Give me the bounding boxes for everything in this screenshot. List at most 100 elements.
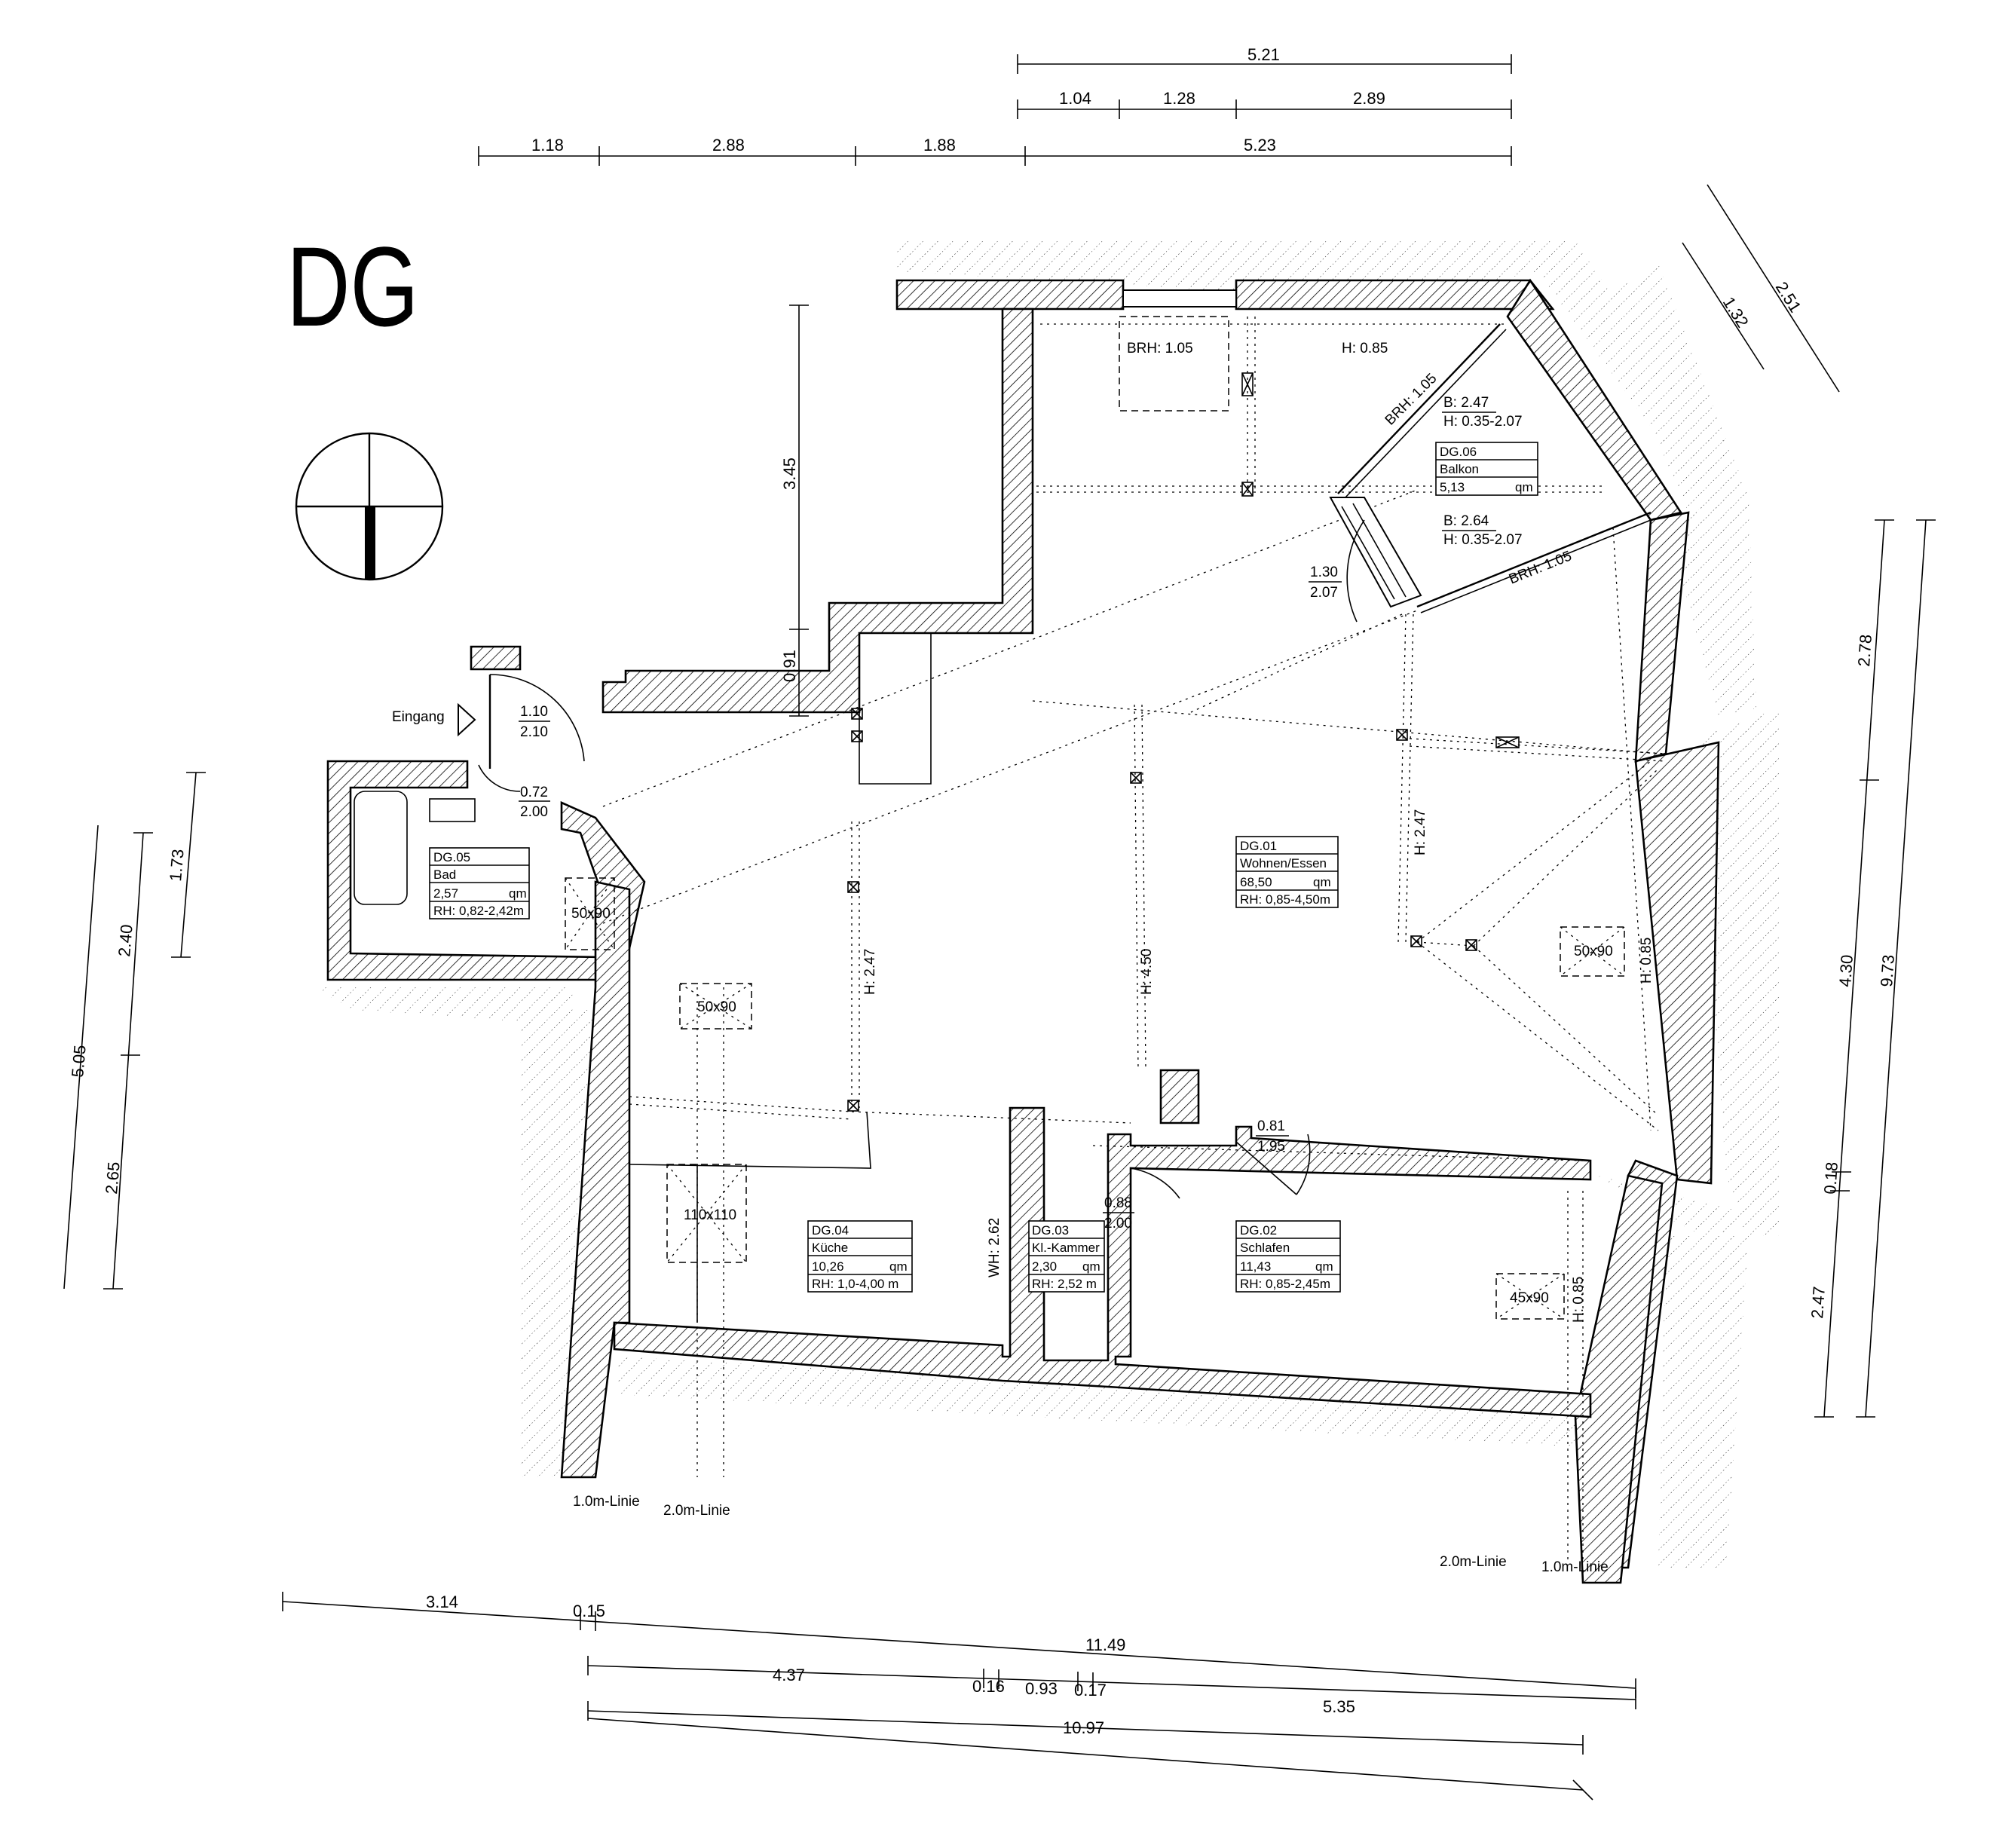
h-top-label: H: 0.85 <box>1342 341 1388 356</box>
room-unit: qm <box>1082 1259 1100 1274</box>
dim-diag-132: 1.32 <box>1719 293 1753 331</box>
skylight-50x90-left: 50x90 <box>679 983 752 1030</box>
h-450-label: H: 4.50 <box>1139 949 1155 995</box>
h-085-bed-label: H: 0.85 <box>1571 1277 1587 1323</box>
dim-inner-345: 3.45 <box>780 457 799 490</box>
column-markers <box>847 372 1520 1112</box>
dim-bot-017: 0.17 <box>1074 1681 1107 1700</box>
closet-door-height: 2.00 <box>1104 1216 1132 1231</box>
balcony-win1-b: B: 2.47 <box>1443 395 1489 411</box>
line1-right-label: 1.0m-Linie <box>1541 1559 1609 1575</box>
dim-bot-093: 0.93 <box>1025 1679 1058 1698</box>
balcony <box>1329 323 1655 623</box>
dim-top-118: 1.18 <box>531 136 564 155</box>
line2-right-label: 2.0m-Linie <box>1440 1554 1507 1570</box>
balcony-door-height: 2.07 <box>1310 585 1338 601</box>
room-labels: DG.01 Wohnen/Essen 68,50 qm RH: 0,85-4,5… <box>429 442 1538 1293</box>
skylight-110x110-label: 110x110 <box>684 1207 736 1223</box>
room-height: RH: 0,85-2,45m <box>1240 1277 1330 1291</box>
bedroom-door[interactable]: 0.81 1.95 <box>1235 1118 1311 1195</box>
dim-bot-1149: 11.49 <box>1085 1635 1125 1654</box>
ridge-lines <box>602 317 1667 1560</box>
dim-top-523: 5.23 <box>1244 136 1276 155</box>
dim-bot-535: 5.35 <box>1323 1697 1355 1716</box>
skylight-45x90: 45x90 <box>1495 1273 1565 1320</box>
room-id: DG.02 <box>1240 1223 1277 1238</box>
skylight-45x90-label: 45x90 <box>1510 1290 1549 1306</box>
bath-door-height: 2.00 <box>520 804 548 820</box>
entry-door[interactable]: 1.10 2.10 Eingang <box>392 674 585 769</box>
skylight-110x110: 110x110 <box>666 1164 747 1263</box>
dim-right-018: 0.18 <box>1820 1161 1841 1195</box>
room-area: 11,43 <box>1240 1259 1271 1274</box>
h-085-right-label: H: 0.85 <box>1639 938 1655 984</box>
dimensions: 5.21 1.04 1.28 2.89 1.18 2.88 1.88 5.23 … <box>63 45 1936 1801</box>
bath-door[interactable]: 0.72 2.00 <box>478 764 550 820</box>
skylight-50x90-right: 50x90 <box>1560 926 1625 977</box>
dim-top-289: 2.89 <box>1353 89 1385 108</box>
room-id: DG.04 <box>812 1223 849 1238</box>
dim-top-521: 5.21 <box>1247 45 1280 64</box>
room-area: 68,50 <box>1240 875 1272 889</box>
dim-bot-437: 4.37 <box>773 1666 805 1684</box>
dim-left-173: 1.73 <box>166 849 188 883</box>
room-id: DG.01 <box>1240 839 1277 853</box>
room-dg05: DG.05 Bad 2,57 qm RH: 0,82-2,42m <box>429 847 530 919</box>
room-unit: qm <box>1315 1259 1333 1274</box>
room-name: Balkon <box>1440 462 1479 476</box>
balcony-door-width: 1.30 <box>1310 564 1338 580</box>
closet-door[interactable]: 0.88 2.00 <box>1103 1167 1180 1244</box>
room-dg06: DG.06 Balkon 5,13 qm <box>1435 442 1538 496</box>
dim-left-265: 2.65 <box>102 1161 124 1195</box>
room-name: Küche <box>812 1241 848 1255</box>
north-arrow-icon <box>295 432 444 581</box>
room-area: 2,57 <box>433 886 458 901</box>
entry-label: Eingang <box>392 709 445 725</box>
bedroom-door-width: 0.81 <box>1257 1118 1285 1134</box>
dim-bot-314: 3.14 <box>426 1593 458 1611</box>
room-id: DG.05 <box>433 850 470 864</box>
dim-top-128: 1.28 <box>1163 89 1195 108</box>
room-dg04: DG.04 Küche 10,26 qm RH: 1,0-4,00 m <box>807 1220 913 1293</box>
room-dg02: DG.02 Schlafen 11,43 qm RH: 0,85-2,45m <box>1235 1220 1341 1293</box>
dim-diag-251: 2.51 <box>1772 278 1805 316</box>
room-height: RH: 2,52 m <box>1032 1277 1097 1291</box>
skylights: 50x90 50x90 50x90 110x110 45x90 <box>565 316 1625 1320</box>
dim-top-188: 1.88 <box>923 136 956 155</box>
skylight-50x90-bath: 50x90 <box>565 877 615 950</box>
h-247-right-label: H: 2.47 <box>1413 809 1428 855</box>
room-area: 2,30 <box>1032 1259 1057 1274</box>
skylight-50x90-label-a: 50x90 <box>697 999 736 1015</box>
dim-top-104: 1.04 <box>1059 89 1091 108</box>
balcony-win2-b: B: 2.64 <box>1443 513 1489 529</box>
room-height: RH: 0,82-2,42m <box>433 904 524 918</box>
room-area: 10,26 <box>812 1259 844 1274</box>
dim-bot-016: 0.16 <box>972 1677 1005 1696</box>
room-name: Wohnen/Essen <box>1240 856 1327 870</box>
dim-right-278: 2.78 <box>1854 634 1875 667</box>
skylight-50x90-label-b: 50x90 <box>1574 944 1613 959</box>
dim-left-505: 5.05 <box>68 1045 90 1079</box>
brh-diag1-label: BRH: 1.05 <box>1382 371 1440 429</box>
balcony-win2-h: H: 0.35-2.07 <box>1443 532 1523 548</box>
room-dg03: DG.03 Kl.-Kammer 2,30 qm RH: 2,52 m <box>1028 1220 1105 1293</box>
brh-diag2-label: BRH: 1.05 <box>1507 548 1574 587</box>
room-height: RH: 0,85-4,50m <box>1240 892 1330 907</box>
dim-inner-091: 0.91 <box>780 650 799 682</box>
dim-right-247: 2.47 <box>1808 1286 1829 1319</box>
dim-right-430: 4.30 <box>1835 954 1857 987</box>
balcony-win1-h: H: 0.35-2.07 <box>1443 414 1523 430</box>
entry-door-height: 2.10 <box>520 724 548 740</box>
room-name: Kl.-Kammer <box>1032 1241 1100 1255</box>
dim-top-288: 2.88 <box>712 136 745 155</box>
doors: 1.10 2.10 Eingang 0.72 2.00 1.30 2.07 0.… <box>392 564 1342 1244</box>
skylight-top <box>1119 316 1229 412</box>
line2-left-label: 2.0m-Linie <box>663 1503 730 1519</box>
room-id: DG.03 <box>1032 1223 1069 1238</box>
brh-top-label: BRH: 1.05 <box>1127 341 1193 356</box>
room-unit: qm <box>509 886 527 901</box>
wh-262-label: WH: 2.62 <box>987 1218 1003 1277</box>
balcony-door[interactable]: 1.30 2.07 <box>1309 564 1342 601</box>
plan-title: DG <box>286 223 418 350</box>
